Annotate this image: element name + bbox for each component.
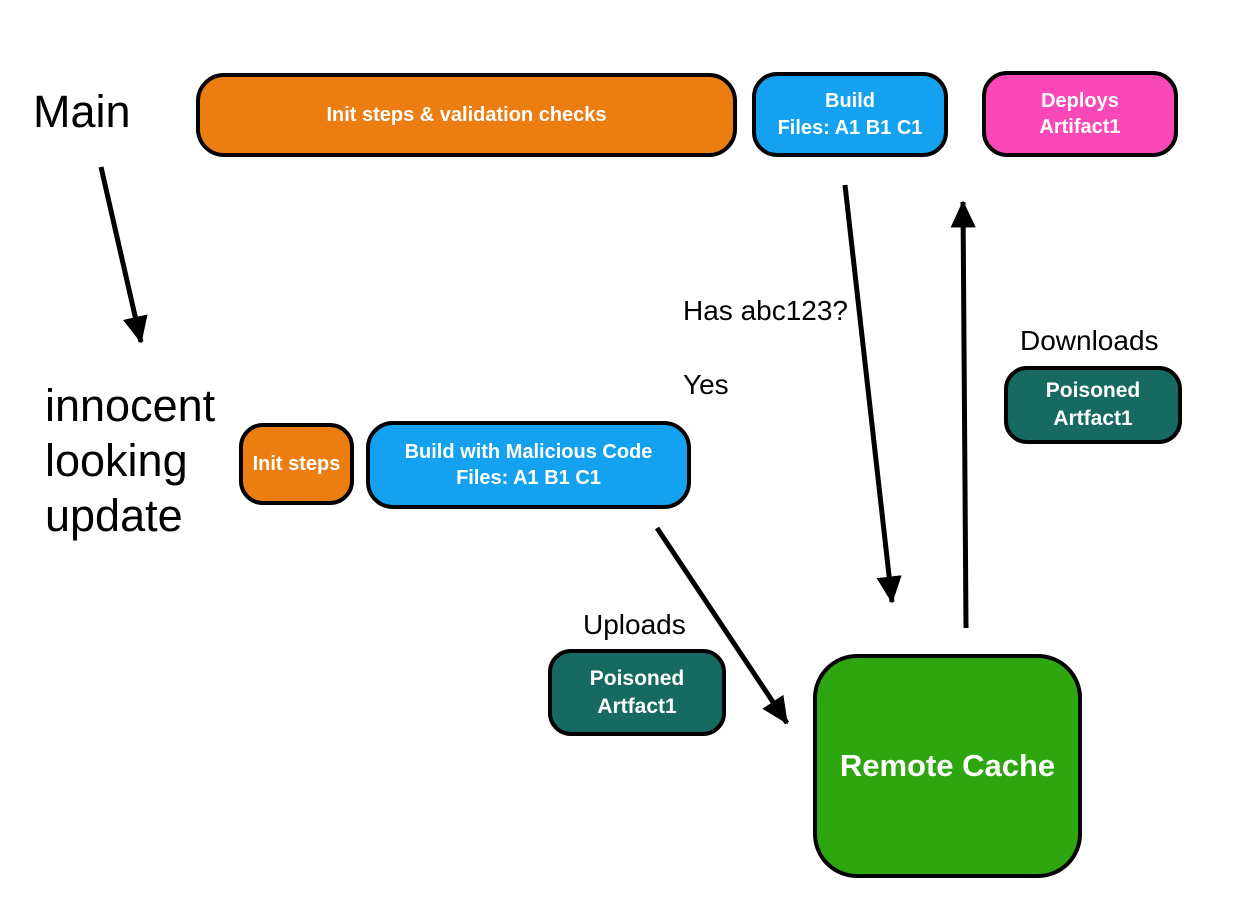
node-build-line1: Build — [825, 90, 875, 113]
node-poisoned-download-line2: Artfact1 — [1053, 407, 1133, 430]
node-build-malicious-line2: Files: A1 B1 C1 — [456, 467, 601, 489]
node-deploys-artifact1: Deploys Artifact1 — [982, 71, 1178, 157]
node-build-line2: Files: A1 B1 C1 — [777, 116, 923, 139]
node-poisoned-download-line1: Poisoned — [1045, 379, 1141, 403]
main-branch-label: Main — [33, 86, 131, 137]
node-remote-cache: Remote Cache — [813, 654, 1082, 878]
node-init-steps-label: Init steps — [252, 452, 341, 475]
node-init-validation-checks-label: Init steps & validation checks — [326, 103, 607, 126]
node-poisoned-artifact-upload: Poisoned Artfact1 — [548, 649, 726, 736]
arrow-build-to-remote-cache — [842, 184, 902, 604]
has-hash-question: Has abc123? — [683, 295, 849, 326]
has-hash-answer: Yes — [683, 369, 729, 400]
node-deploys-line2: Artifact1 — [1039, 116, 1121, 138]
has-hash-label: Has abc123? Yes — [683, 292, 848, 403]
downloads-label: Downloads — [1020, 325, 1159, 356]
innocent-update-label: innocent looking update — [45, 380, 216, 541]
node-build-malicious: Build with Malicious Code Files: A1 B1 C… — [366, 421, 691, 509]
node-init-steps: Init steps — [239, 423, 354, 505]
node-poisoned-artifact-download: Poisoned Artfact1 — [1004, 366, 1182, 444]
arrow-remote-cache-to-deploys — [950, 200, 976, 629]
arrow-main-to-innocent-update — [98, 166, 148, 344]
node-poisoned-upload-line1: Poisoned — [589, 666, 685, 690]
node-poisoned-upload-line2: Artfact1 — [597, 694, 677, 718]
node-remote-cache-label: Remote Cache — [839, 747, 1056, 783]
node-deploys-line1: Deploys — [1041, 89, 1119, 112]
node-build: Build Files: A1 B1 C1 — [752, 72, 948, 157]
node-build-malicious-line1: Build with Malicious Code — [404, 440, 653, 463]
uploads-label: Uploads — [583, 609, 686, 640]
node-init-validation-checks: Init steps & validation checks — [196, 73, 737, 157]
